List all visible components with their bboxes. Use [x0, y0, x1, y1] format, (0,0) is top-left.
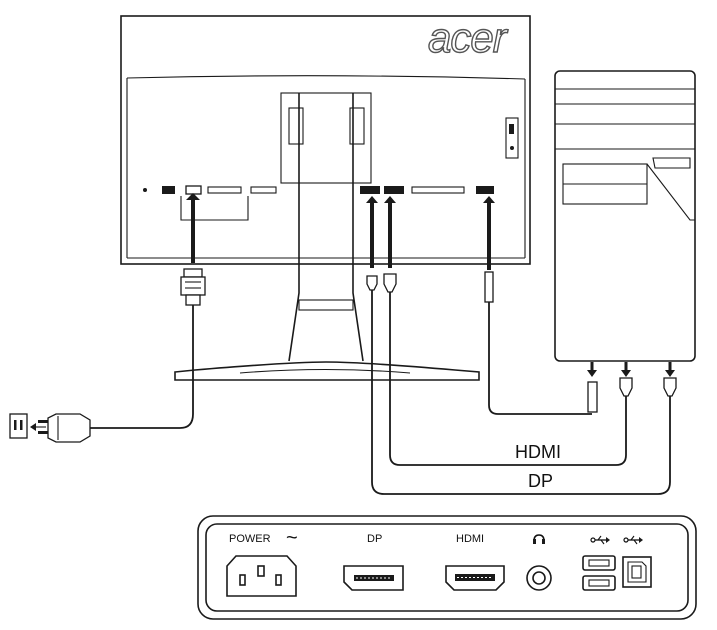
hdmi-cable-label: HDMI — [515, 442, 561, 462]
usb-icon — [590, 535, 610, 545]
dp-cable: DP — [366, 196, 677, 495]
power-connector — [180, 268, 206, 306]
hdmi-port-label: HDMI — [456, 533, 484, 545]
dp-port — [343, 565, 404, 591]
monitor-port-row-left — [143, 185, 277, 221]
usb-a-ports — [582, 555, 616, 591]
power-plug-icon — [38, 413, 91, 443]
audio-cable — [483, 196, 598, 415]
port-panel: POWER ~ DP HDMI — [197, 515, 697, 620]
ac-symbol: ~ — [286, 527, 298, 549]
usb-b-port — [622, 556, 652, 588]
pc-tower — [554, 70, 696, 362]
hdmi-port — [445, 565, 505, 591]
power-port-label: POWER — [229, 533, 271, 545]
headphone-jack — [526, 565, 552, 591]
usb-icon — [623, 535, 643, 545]
wall-outlet-icon — [9, 413, 28, 439]
acer-logo: acer — [428, 14, 509, 61]
monitor-stand — [174, 93, 480, 381]
dp-cable-label: DP — [528, 471, 553, 491]
dp-port-label: DP — [367, 533, 382, 545]
monitor-back: acer — [120, 13, 531, 265]
hdmi-cable: HDMI — [383, 196, 633, 466]
headphone-icon — [533, 534, 545, 544]
power-cable — [9, 193, 206, 443]
monitor-port-row-right — [360, 186, 494, 194]
power-port — [226, 555, 297, 597]
